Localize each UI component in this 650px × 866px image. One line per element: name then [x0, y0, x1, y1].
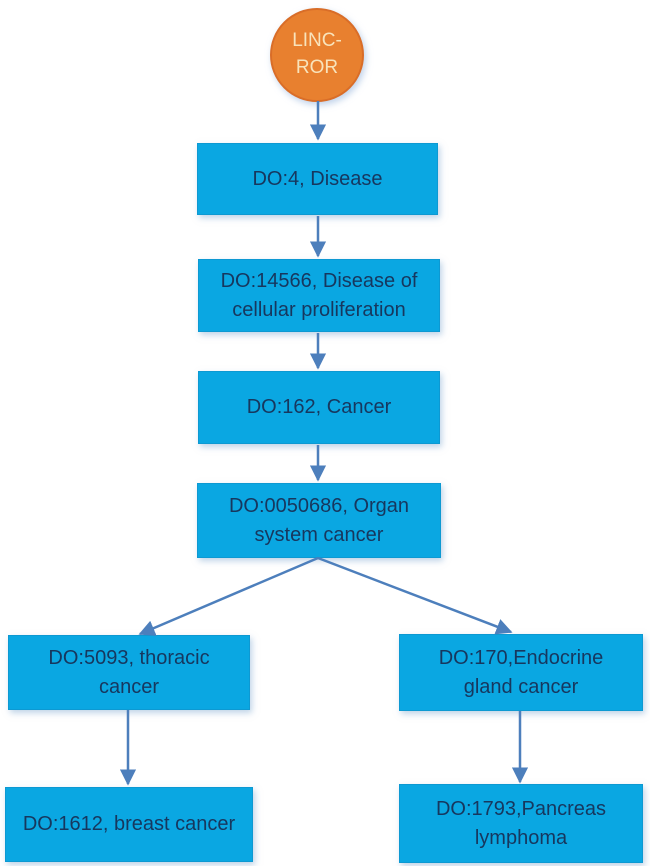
node-do-5093-thoracic-cancer: DO:5093, thoracic cancer — [8, 635, 250, 710]
node-do-1793-pancreas-lymphoma: DO:1793,Pancreas lymphoma — [399, 784, 643, 863]
node-do-162-cancer: DO:162, Cancer — [198, 371, 440, 444]
node-do-1612-breast-cancer: DO:1612, breast cancer — [5, 787, 253, 862]
connector-organ-system-to-endocrine — [317, 556, 513, 635]
node-do-4-disease: DO:4, Disease — [197, 143, 438, 215]
connector-organ-system-to-thoracic — [138, 556, 319, 636]
node-do-0050686-organ-system-cancer: DO:0050686, Organ system cancer — [197, 483, 441, 558]
node-linc-ror: LINC- ROR — [270, 8, 364, 102]
node-do-170-endocrine-gland-cancer: DO:170,Endocrine gland cancer — [399, 634, 643, 711]
node-do-14566-cellular-proliferation: DO:14566, Disease of cellular proliferat… — [198, 259, 440, 332]
